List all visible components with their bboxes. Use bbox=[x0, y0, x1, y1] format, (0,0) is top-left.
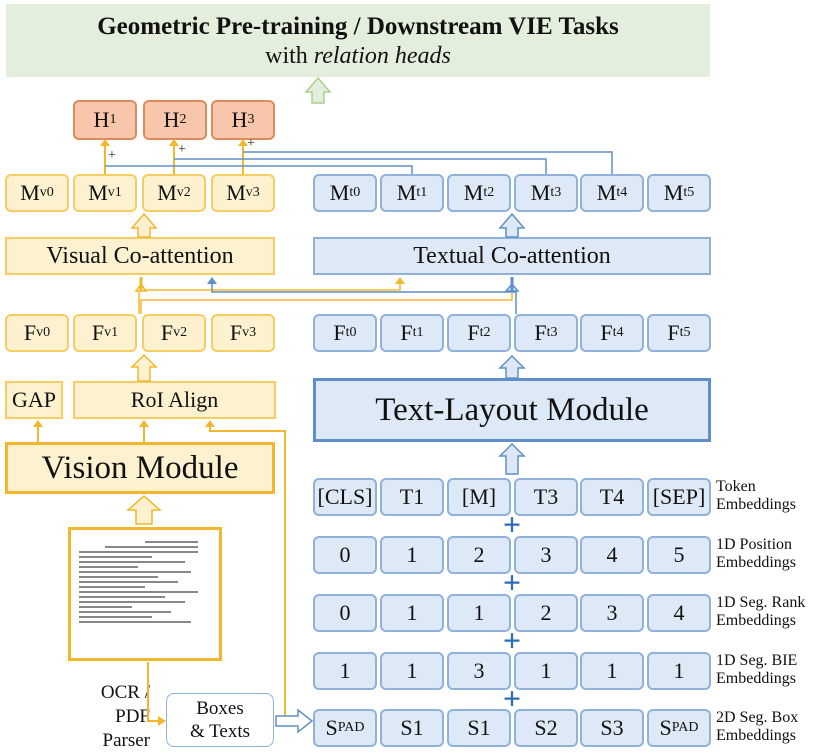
embedding-cell: 3 bbox=[514, 536, 578, 574]
embedding-cell: S3 bbox=[580, 709, 644, 747]
embedding-cell: 1 bbox=[647, 652, 711, 690]
embedding-cell: S1 bbox=[380, 709, 444, 747]
emb-plus-2: + bbox=[502, 564, 522, 600]
embedding-cell: 5 bbox=[647, 536, 711, 574]
embedding-cell: 4 bbox=[580, 536, 644, 574]
emb-plus-4: + bbox=[502, 680, 522, 716]
embedding-cell: 1 bbox=[514, 652, 578, 690]
embedding-cell: T1 bbox=[380, 478, 444, 516]
embedding-cell: 2 bbox=[514, 594, 578, 632]
ocr-parser-label: OCR / PDF Parser bbox=[100, 682, 150, 751]
emb-plus-1: + bbox=[502, 506, 522, 542]
sum-h1: + bbox=[108, 148, 116, 163]
embedding-cell: S1 bbox=[447, 709, 511, 747]
task-banner: Geometric Pre-training / Downstream VIE … bbox=[6, 4, 710, 77]
textual-coattention-block: Textual Co-attention bbox=[313, 237, 711, 275]
embedding-cell: 2 bbox=[447, 536, 511, 574]
embedding-cell: 1 bbox=[380, 594, 444, 632]
embedding-cell: 0 bbox=[313, 594, 377, 632]
embedding-cell: [M] bbox=[447, 478, 511, 516]
gap-block: GAP bbox=[5, 381, 63, 419]
banner-subtitle: with relation heads bbox=[265, 43, 451, 69]
embedding-cell: 1 bbox=[580, 652, 644, 690]
embedding-cell: 1 bbox=[447, 594, 511, 632]
sum-h3: + bbox=[247, 136, 255, 151]
visual-coattention-block: Visual Co-attention bbox=[5, 237, 275, 275]
embedding-cell: 4 bbox=[647, 594, 711, 632]
embedding-cell: T3 bbox=[514, 478, 578, 516]
embedding-cell: 3 bbox=[580, 594, 644, 632]
embedding-cell: 0 bbox=[313, 536, 377, 574]
embedding-cell: [CLS] bbox=[313, 478, 377, 516]
output-arrow bbox=[304, 76, 332, 104]
embedding-cell: T4 bbox=[580, 478, 644, 516]
vision-module-block: Vision Module bbox=[5, 442, 275, 494]
embedding-cell: 3 bbox=[447, 652, 511, 690]
embedding-cell: [SEP] bbox=[647, 478, 711, 516]
embedding-cell: 1 bbox=[380, 652, 444, 690]
roi-align-block: RoI Align bbox=[73, 381, 276, 419]
embedding-cell: 1 bbox=[313, 652, 377, 690]
document-image bbox=[68, 527, 222, 661]
sum-h2: + bbox=[178, 142, 186, 157]
text-layout-module-block: Text-Layout Module bbox=[313, 378, 711, 442]
embedding-cell: S2 bbox=[514, 709, 578, 747]
emb-plus-3: + bbox=[502, 622, 522, 658]
boxes-texts-block: Boxes & Texts bbox=[166, 693, 274, 747]
banner-title: Geometric Pre-training / Downstream VIE … bbox=[97, 13, 619, 40]
embedding-cell: 1 bbox=[380, 536, 444, 574]
